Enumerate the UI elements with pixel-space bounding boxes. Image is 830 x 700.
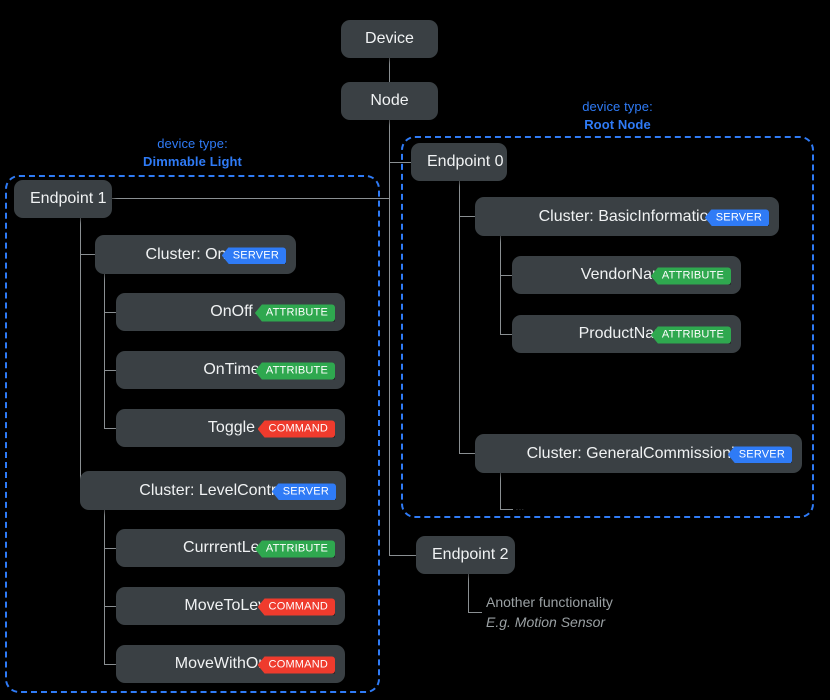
endpoint-2-annotation-line-2: E.g. Motion Sensor <box>486 614 606 630</box>
node-device[interactable]: Device <box>341 20 438 58</box>
server-badge: SERVER <box>271 483 336 500</box>
node-cluster-onoff[interactable]: Cluster: OnOff SERVER <box>95 235 296 274</box>
element-onoff-badge-wrap: ATTRIBUTE <box>254 303 335 322</box>
node-endpoint-1[interactable]: Endpoint 1 <box>14 180 112 218</box>
generalcomm-ellipsis: ... <box>516 505 525 512</box>
node-endpoint-0-label: Endpoint 0 <box>427 153 504 170</box>
element-productname-badge-wrap: ATTRIBUTE <box>650 325 731 344</box>
element-onoff-label: OnOff <box>210 303 253 320</box>
element-movetolevel-badge-wrap: COMMAND <box>257 597 335 616</box>
node-element-vendorname[interactable]: VendorName ATTRIBUTE <box>512 256 741 294</box>
group-label-prefix: device type: <box>157 136 228 151</box>
connector-node-trunk <box>389 120 390 555</box>
connector-onoff-child-3 <box>104 428 118 429</box>
group-label-root-node: device type: Root Node <box>490 98 745 134</box>
connector-endpoint0-basicinfo <box>459 216 475 217</box>
element-movewithonoff-badge-wrap: COMMAND <box>257 655 335 674</box>
element-toggle-badge-wrap: COMMAND <box>257 419 335 438</box>
command-badge: COMMAND <box>257 598 335 616</box>
connector-trunk-endpoint0 <box>389 162 411 163</box>
node-endpoint-1-label: Endpoint 1 <box>30 190 107 207</box>
element-ontime-label: OnTime <box>203 361 260 378</box>
element-movetolevel-label: MoveToLevel <box>184 597 279 614</box>
element-vendorname-badge-wrap: ATTRIBUTE <box>650 266 731 285</box>
group-label-dimmable-light: device type: Dimmable Light <box>60 135 325 171</box>
connector-levelcontrol-child-1 <box>104 548 118 549</box>
attribute-badge: ATTRIBUTE <box>650 326 731 344</box>
attribute-badge: ATTRIBUTE <box>254 362 335 380</box>
node-node[interactable]: Node <box>341 82 438 120</box>
node-endpoint-2-label: Endpoint 2 <box>432 546 509 563</box>
node-element-onoff[interactable]: OnOff ATTRIBUTE <box>116 293 345 331</box>
connector-device-node <box>389 58 390 82</box>
connector-onoff-child-1 <box>104 312 118 313</box>
node-element-movetolevel[interactable]: MoveToLevel COMMAND <box>116 587 345 625</box>
endpoint-2-annotation-line-1: Another functionality <box>486 594 613 610</box>
connector-onoff-spine <box>104 272 105 428</box>
node-endpoint-0[interactable]: Endpoint 0 <box>411 143 507 181</box>
connector-trunk-endpoint1 <box>112 198 390 199</box>
element-toggle-label: Toggle <box>207 419 256 436</box>
attribute-badge: ATTRIBUTE <box>254 540 335 558</box>
command-badge: COMMAND <box>257 656 335 674</box>
cluster-basicinformation-label: Cluster: BasicInformation <box>538 207 718 225</box>
connector-generalcomm-spine <box>500 471 501 509</box>
group-box-dimmable-light <box>5 175 380 693</box>
node-cluster-levelcontrol[interactable]: Cluster: LevelControl SERVER <box>80 471 346 510</box>
node-element-ontime[interactable]: OnTime ATTRIBUTE <box>116 351 345 389</box>
server-badge: SERVER <box>727 446 792 463</box>
node-cluster-generalcommissioning[interactable]: Cluster: GeneralCommissioning SERVER <box>475 434 802 473</box>
group-label-prefix: device type: <box>582 99 653 114</box>
connector-endpoint2-spine <box>468 573 469 612</box>
element-vendorname-label: VendorName <box>580 266 675 283</box>
connector-endpoint1-spine <box>80 216 81 494</box>
group-label-value: Dimmable Light <box>143 154 242 169</box>
server-badge: SERVER <box>221 247 286 264</box>
attribute-badge: ATTRIBUTE <box>650 267 731 285</box>
connector-generalcomm-stub <box>500 509 513 510</box>
element-ontime-badge-wrap: ATTRIBUTE <box>254 361 335 380</box>
element-currrentlevel-badge-wrap: ATTRIBUTE <box>254 539 335 558</box>
connector-levelcontrol-child-2 <box>104 606 118 607</box>
node-element-currrentlevel[interactable]: CurrrentLevel ATTRIBUTE <box>116 529 345 567</box>
cluster-levelcontrol-badge-wrap: SERVER <box>271 481 336 500</box>
node-node-label: Node <box>370 92 409 109</box>
connector-basicinfo-spine <box>500 234 501 334</box>
connector-trunk-endpoint2 <box>389 555 416 556</box>
node-device-label: Device <box>365 30 414 47</box>
connector-levelcontrol-child-3 <box>104 664 118 665</box>
connector-basicinfo-child-2 <box>500 334 513 335</box>
server-badge: SERVER <box>704 209 769 226</box>
cluster-generalcommissioning-label: Cluster: GeneralCommissioning <box>526 444 753 462</box>
connector-endpoint1-onoff <box>80 254 95 255</box>
command-badge: COMMAND <box>257 420 335 438</box>
group-box-root-node <box>401 136 814 518</box>
connector-endpoint2-stub <box>468 612 482 613</box>
connector-endpoint0-generalcomm <box>459 453 475 454</box>
endpoint-2-annotation: Another functionality E.g. Motion Sensor <box>486 592 613 632</box>
cluster-onoff-label: Cluster: OnOff <box>145 245 248 263</box>
node-endpoint-2[interactable]: Endpoint 2 <box>416 536 515 574</box>
connector-endpoint0-spine <box>459 180 460 453</box>
node-element-toggle[interactable]: Toggle COMMAND <box>116 409 345 447</box>
cluster-basicinformation-badge-wrap: SERVER <box>704 207 769 226</box>
group-label-value: Root Node <box>584 117 651 132</box>
connector-basicinfo-child-1 <box>500 275 513 276</box>
cluster-levelcontrol-label: Cluster: LevelControl <box>139 481 289 499</box>
connector-onoff-child-2 <box>104 370 118 371</box>
element-productname-label: ProductName <box>578 325 677 342</box>
cluster-generalcommissioning-badge-wrap: SERVER <box>727 444 792 463</box>
attribute-badge: ATTRIBUTE <box>254 304 335 322</box>
node-element-productname[interactable]: ProductName ATTRIBUTE <box>512 315 741 353</box>
cluster-onoff-badge-wrap: SERVER <box>221 245 286 264</box>
node-element-movewithonoff[interactable]: MoveWithOnOff COMMAND <box>116 645 345 683</box>
node-cluster-basicinformation[interactable]: Cluster: BasicInformation SERVER <box>475 197 779 236</box>
element-currrentlevel-label: CurrrentLevel <box>183 539 280 556</box>
connector-levelcontrol-spine <box>104 508 105 664</box>
